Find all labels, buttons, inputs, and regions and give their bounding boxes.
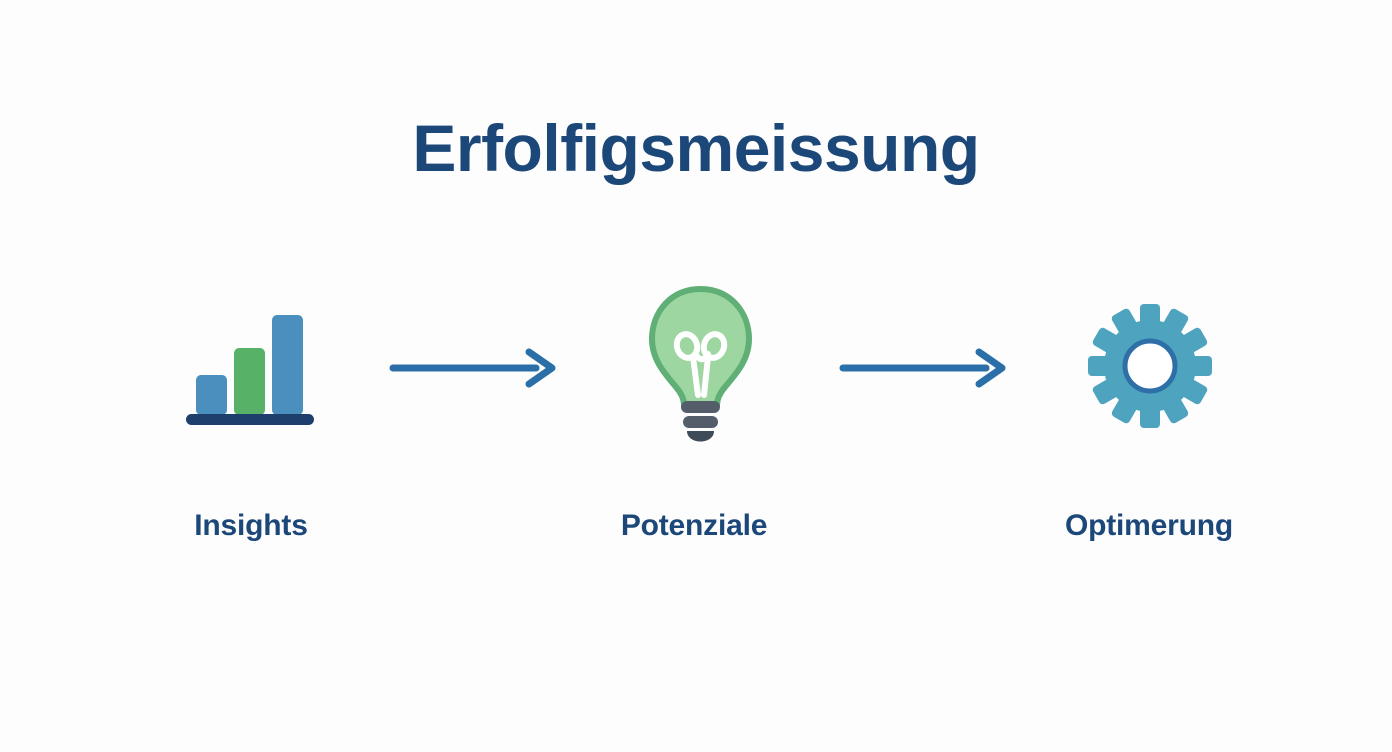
step-optimerung[interactable] [1070, 288, 1230, 448]
arrow-2 [780, 338, 1070, 398]
step-insights[interactable] [170, 288, 330, 448]
bar-3 [272, 314, 303, 415]
label-slot-insights: Insights [170, 509, 330, 543]
process-labels: Insights Potenziale Optimerung [170, 498, 1233, 554]
gear-icon [1085, 301, 1215, 436]
bulb-base-band-2 [682, 416, 718, 428]
step-label-insights: Insights [194, 509, 308, 542]
step-potenziale[interactable] [620, 286, 780, 448]
arrow-1 [330, 338, 620, 398]
label-slot-optimerung: Optimerung [1065, 509, 1233, 543]
bar-2 [234, 347, 265, 415]
bulb-glass [648, 286, 752, 408]
lightbulb-icon [638, 283, 763, 453]
arrow-right-icon [839, 348, 1010, 388]
gear-inner-ring [1122, 338, 1178, 393]
bar-chart-icon [180, 301, 320, 436]
bulb-filament [673, 331, 727, 398]
bulb-base-cap [686, 431, 714, 442]
bulb-base-band-1 [680, 401, 720, 413]
label-slot-potenziale: Potenziale [620, 509, 780, 543]
arrow-right-icon [389, 348, 560, 388]
process-flow [170, 286, 1230, 448]
step-label-potenziale: Potenziale [620, 509, 768, 542]
bar-chart-baseline [186, 413, 314, 425]
step-label-optimerung: Optimerung [1065, 509, 1233, 542]
page-title: Erfolfigsmeissung [412, 111, 980, 185]
bar-1 [196, 374, 227, 415]
